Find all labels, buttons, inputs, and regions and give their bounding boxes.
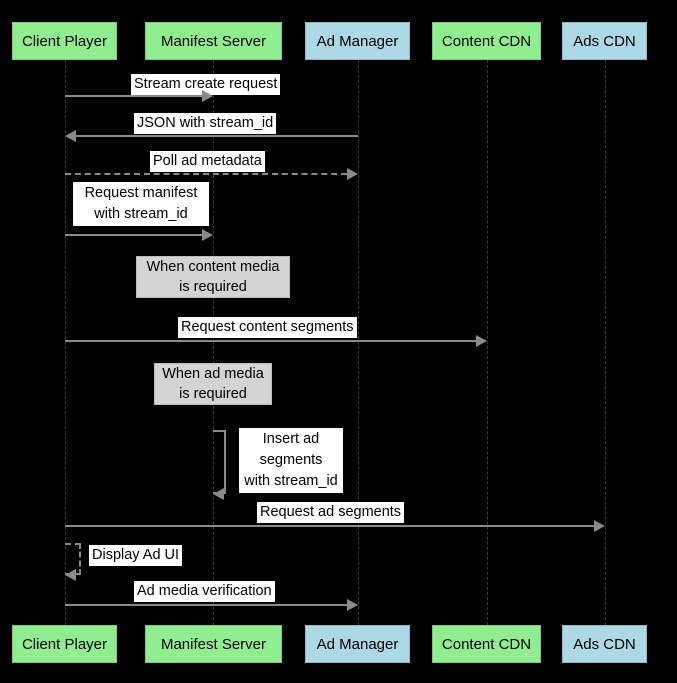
lifeline-client-player: [65, 60, 66, 625]
participant-footer-client-player[interactable]: Client Player: [12, 625, 117, 663]
message-label-request-manifest: Request manifest with stream_id: [73, 182, 209, 226]
message-line-request-ad-segments: [65, 525, 594, 527]
note-when-ad-media-required: When ad media is required: [154, 363, 272, 405]
note-line1: When content media: [146, 259, 280, 275]
message-label-insert-ad-segments-line1: Insert ad: [262, 431, 320, 447]
message-label-insert-ad-segments-line3: with stream_id: [244, 473, 338, 489]
participant-header-manifest-server[interactable]: Manifest Server: [145, 22, 282, 60]
message-label-display-ad-ui: Display Ad UI: [89, 545, 183, 566]
arrowhead-json-with-stream-id: [65, 130, 76, 142]
arrowhead-display-ad-ui: [65, 569, 76, 581]
lifeline-manifest-server: [213, 60, 214, 625]
lifeline-ads-cdn: [605, 60, 606, 625]
arrowhead-request-manifest: [202, 229, 213, 241]
message-label-request-manifest-line2: with stream_id: [94, 206, 188, 222]
participant-footer-ad-manager[interactable]: Ad Manager: [305, 625, 410, 663]
arrowhead-ad-media-verification: [347, 599, 358, 611]
message-line-stream-create-request: [65, 95, 202, 97]
participant-header-content-cdn[interactable]: Content CDN: [432, 22, 541, 60]
participant-footer-content-cdn[interactable]: Content CDN: [432, 625, 541, 663]
message-line-ad-media-verification: [65, 604, 347, 606]
participant-header-ads-cdn[interactable]: Ads CDN: [562, 22, 647, 60]
note-line2: is required: [179, 279, 247, 295]
self-message-loop-insert-ad-segments: [213, 430, 226, 494]
note-when-content-media-required: When content media is required: [136, 256, 290, 298]
message-label-request-content-segments: Request content segments: [178, 317, 357, 338]
message-label-poll-ad-metadata: Poll ad metadata: [150, 151, 265, 172]
participant-footer-ads-cdn[interactable]: Ads CDN: [562, 625, 647, 663]
message-label-stream-create-request: Stream create request: [131, 74, 281, 95]
arrowhead-request-content-segments: [476, 335, 487, 347]
message-label-request-ad-segments: Request ad segments: [257, 502, 405, 523]
participant-header-ad-manager[interactable]: Ad Manager: [305, 22, 410, 60]
arrowhead-insert-ad-segments: [213, 488, 224, 500]
participant-footer-manifest-server[interactable]: Manifest Server: [145, 625, 282, 663]
arrowhead-poll-ad-metadata: [347, 168, 358, 180]
participant-header-client-player[interactable]: Client Player: [12, 22, 117, 60]
message-label-request-manifest-line1: Request manifest: [84, 185, 198, 201]
message-label-ad-media-verification: Ad media verification: [134, 581, 275, 602]
lifeline-content-cdn: [487, 60, 488, 625]
arrowhead-stream-create-request: [202, 90, 213, 102]
message-label-insert-ad-segments: Insert ad segments with stream_id: [239, 428, 343, 493]
message-label-insert-ad-segments-line2: segments: [259, 452, 323, 468]
message-line-json-with-stream-id: [76, 135, 358, 137]
lifeline-ad-manager: [358, 60, 359, 625]
message-line-request-content-segments: [65, 340, 476, 342]
message-line-poll-ad-metadata: [65, 173, 347, 175]
note-line2: is required: [179, 386, 247, 402]
message-label-json-with-stream-id: JSON with stream_id: [134, 113, 277, 134]
note-line1: When ad media: [162, 366, 264, 382]
message-line-request-manifest: [65, 234, 202, 236]
arrowhead-request-ad-segments: [594, 520, 605, 532]
